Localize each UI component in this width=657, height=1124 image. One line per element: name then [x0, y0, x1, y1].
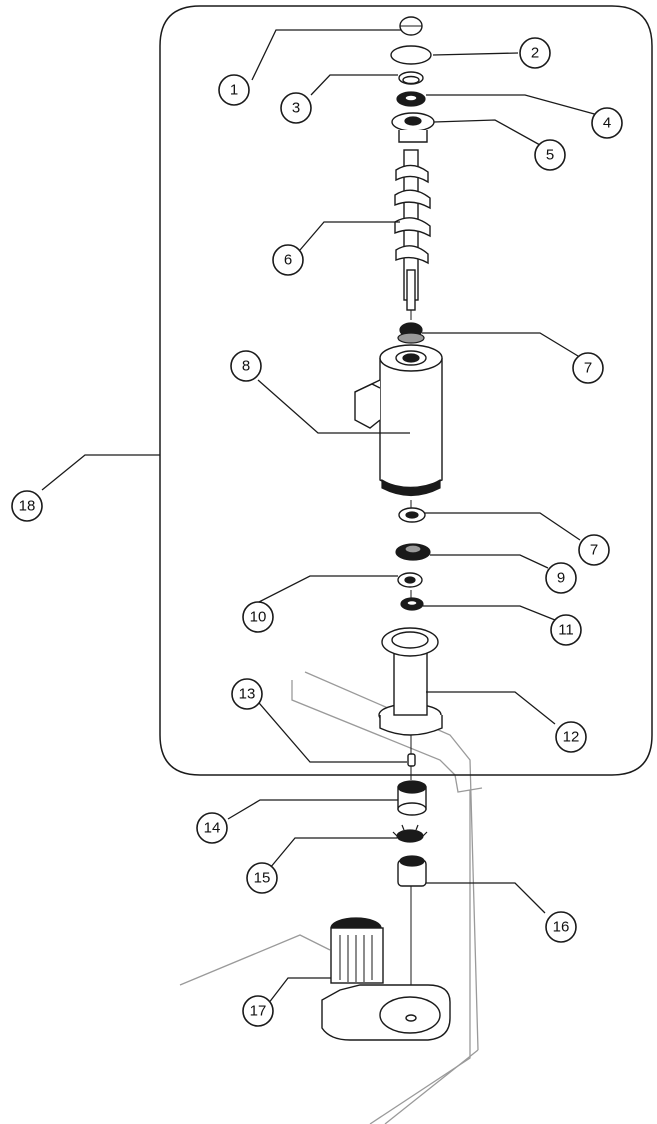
- callout-17: 17: [242, 995, 274, 1027]
- svg-text:3: 3: [292, 100, 300, 117]
- svg-text:9: 9: [557, 570, 565, 587]
- callout-7-lower: 7: [578, 534, 610, 566]
- leader-lines: [41, 29, 599, 1005]
- callout-2: 2: [519, 37, 551, 69]
- svg-text:6: 6: [284, 252, 292, 269]
- svg-text:5: 5: [546, 147, 554, 164]
- callout-5: 5: [534, 139, 566, 171]
- callout-18: 18: [11, 490, 43, 522]
- callout-4: 4: [591, 107, 623, 139]
- callout-6: 6: [272, 244, 304, 276]
- part-freezing-cylinder: [354, 344, 443, 497]
- svg-text:2: 2: [531, 45, 539, 62]
- callout-11: 11: [550, 614, 582, 646]
- svg-text:15: 15: [254, 870, 271, 887]
- callout-1: 1: [218, 74, 250, 106]
- svg-text:11: 11: [558, 622, 574, 639]
- svg-text:14: 14: [204, 820, 221, 837]
- callout-16: 16: [545, 911, 577, 943]
- svg-text:7: 7: [590, 542, 598, 559]
- callout-10: 10: [242, 601, 274, 633]
- svg-text:7: 7: [584, 360, 592, 377]
- callout-13: 13: [231, 678, 263, 710]
- part-seal-lower: [398, 507, 426, 523]
- svg-text:1: 1: [230, 82, 238, 99]
- cabinet-outline: [179, 671, 483, 1124]
- part-small-ring: [398, 71, 424, 85]
- assembly-group-bracket: [159, 5, 653, 776]
- part-seal-upper: [397, 322, 425, 344]
- part-coupling: [397, 780, 427, 816]
- svg-text:4: 4: [603, 115, 611, 132]
- part-seal-ring: [400, 597, 424, 611]
- part-motor-gearbox: [321, 917, 451, 1041]
- part-spider-insert: [392, 824, 428, 843]
- part-key-pin: [407, 753, 416, 767]
- callout-8: 8: [230, 350, 262, 382]
- part-housing-sleeve: [378, 627, 443, 736]
- part-bushing: [397, 572, 423, 588]
- callout-7-upper: 7: [572, 352, 604, 384]
- callout-9: 9: [545, 562, 577, 594]
- callout-15: 15: [246, 862, 278, 894]
- part-flange-bearing: [391, 112, 435, 143]
- svg-text:12: 12: [563, 729, 580, 746]
- svg-text:18: 18: [19, 498, 36, 515]
- svg-text:10: 10: [250, 609, 267, 626]
- svg-text:16: 16: [553, 919, 570, 936]
- callout-14: 14: [196, 812, 228, 844]
- svg-text:13: 13: [239, 686, 256, 703]
- part-drive-hub: [397, 855, 427, 1020]
- svg-text:17: 17: [250, 1003, 267, 1020]
- callout-12: 12: [555, 721, 587, 753]
- part-bearing: [395, 543, 431, 561]
- part-seal-top: [396, 91, 426, 107]
- part-auger-screw: [394, 149, 431, 311]
- part-cap-disc: [399, 16, 423, 36]
- svg-text:8: 8: [242, 358, 250, 375]
- part-washer: [390, 45, 432, 65]
- callout-3: 3: [280, 92, 312, 124]
